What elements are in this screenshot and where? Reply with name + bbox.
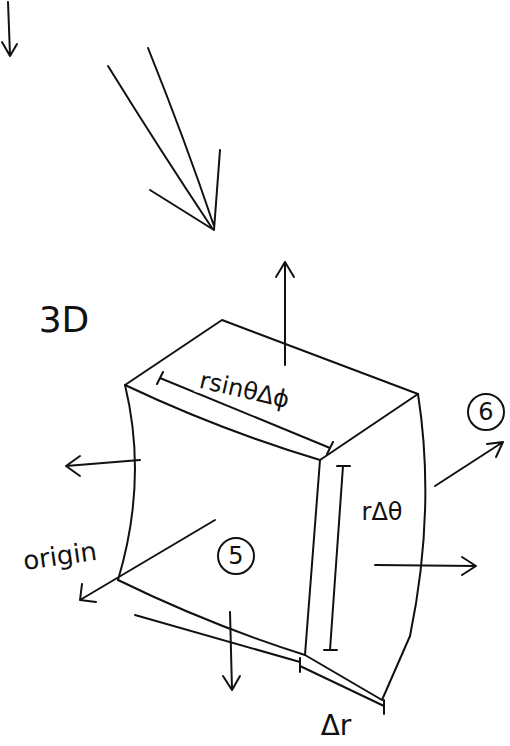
dimension-line <box>135 615 384 714</box>
edge <box>305 460 320 655</box>
dimension-line <box>324 466 350 650</box>
origin-label: origin <box>18 537 101 576</box>
edge <box>410 394 425 636</box>
normal-arrow <box>375 557 476 575</box>
edge <box>118 385 135 580</box>
normal-arrow <box>66 456 140 476</box>
heading-label: 3D <box>36 301 93 339</box>
dimension-label: rsinθΔϕ <box>195 366 296 413</box>
dimension-label: Δr <box>318 711 355 741</box>
callout-number: 6 <box>478 400 493 424</box>
normal-arrow <box>276 262 294 365</box>
callout-circle: 5 <box>217 537 255 575</box>
callout-circle: 6 <box>467 393 505 431</box>
edge <box>305 636 410 700</box>
callout-number: 5 <box>228 544 243 568</box>
arrow <box>108 48 220 230</box>
arrow <box>2 2 17 56</box>
normal-arrow <box>435 442 503 486</box>
dimension-label: rΔθ <box>359 499 406 525</box>
normal-arrow <box>223 612 240 690</box>
